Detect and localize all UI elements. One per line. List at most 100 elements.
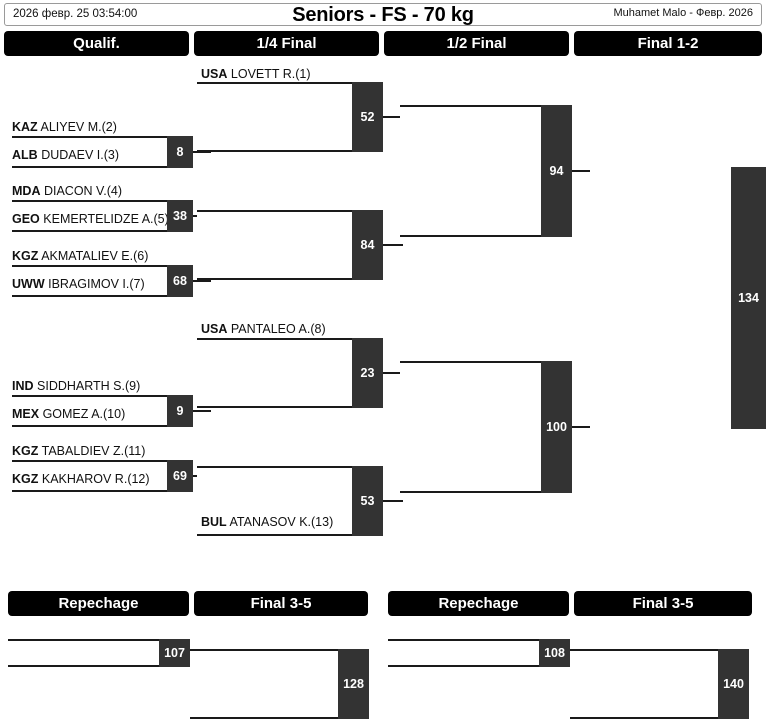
bout-qualif-68[interactable]	[12, 265, 193, 297]
wrestler-seed-10: (10)	[103, 407, 126, 421]
bout-line-bottom	[12, 166, 193, 168]
bout-line-top	[12, 200, 193, 202]
bout-line-bottom	[12, 295, 193, 297]
round-header-final[interactable]: Final 1-2	[574, 31, 762, 56]
wrestler-country-6: KGZ	[12, 249, 39, 263]
bout-line-bottom	[197, 278, 383, 280]
wrestler-label-4: MDA DIACON V.(4)	[12, 184, 122, 198]
wrestler-country-7: UWW	[12, 277, 45, 291]
wrestler-name-8: PANTALEO A.	[230, 322, 311, 336]
connector-quarter-53	[383, 500, 403, 502]
bout-line-bottom	[400, 235, 572, 237]
wrestler-seed-1: (1)	[295, 67, 311, 81]
bout-qualif-9[interactable]	[12, 395, 193, 427]
bout-number-qualif-38[interactable]: 38	[167, 200, 193, 232]
wrestler-name-3: DUDAEV I.	[41, 148, 104, 162]
bout-number-qualif-68[interactable]: 68	[167, 265, 193, 297]
wrestler-name-12: KAKHAROV R.	[41, 472, 128, 486]
wrestler-seed-8: (8)	[310, 322, 326, 336]
bout-number-quarter-53[interactable]: 53	[352, 466, 383, 536]
wrestler-seed-13: (13)	[311, 515, 334, 529]
wrestler-name-11: TABALDIEV Z.	[41, 444, 125, 458]
bout-line-top	[197, 338, 383, 340]
wrestler-country-9: IND	[12, 379, 34, 393]
round-header-repechage-right[interactable]: Repechage	[388, 591, 569, 616]
bout-number-final-134[interactable]: 134	[731, 167, 766, 429]
round-header-quarter[interactable]: 1/4 Final	[194, 31, 379, 56]
bout-line-top	[197, 466, 383, 468]
wrestler-label-10: MEX GOMEZ A.(10)	[12, 407, 125, 421]
bout-number-quarter-84[interactable]: 84	[352, 210, 383, 280]
bout-qualif-8[interactable]	[12, 136, 193, 168]
official-name: Muhamet Malo - Февр. 2026	[613, 7, 753, 19]
wrestler-name-2: ALIYEV M.	[40, 120, 102, 134]
wrestler-country-2: KAZ	[12, 120, 38, 134]
bout-line-bottom	[388, 665, 570, 667]
wrestler-seed-4: (4)	[106, 184, 122, 198]
bout-number-quarter-23[interactable]: 23	[352, 338, 383, 408]
wrestler-seed-5: (5)	[153, 212, 169, 226]
bout-line-top	[12, 136, 193, 138]
bout-line-bottom	[8, 665, 190, 667]
bout-number-final35-140[interactable]: 140	[718, 649, 749, 719]
wrestler-country-11: KGZ	[12, 444, 39, 458]
wrestler-seed-6: (6)	[133, 249, 149, 263]
bout-number-qualif-9[interactable]: 9	[167, 395, 193, 427]
wrestler-country-8: USA	[201, 322, 228, 336]
wrestler-name-5: KEMERTELIDZE A.	[43, 212, 154, 226]
bout-line-bottom	[12, 490, 193, 492]
wrestler-seed-3: (3)	[103, 148, 119, 162]
wrestler-label-12: KGZ KAKHAROV R.(12)	[12, 472, 150, 486]
bout-number-semi-94[interactable]: 94	[541, 105, 572, 237]
bout-number-semi-100[interactable]: 100	[541, 361, 572, 493]
wrestler-name-9: SIDDHARTH S.	[37, 379, 125, 393]
bout-line-bottom	[197, 534, 383, 536]
bout-number-repechage-107[interactable]: 107	[159, 639, 190, 667]
bout-number-qualif-69[interactable]: 69	[167, 460, 193, 492]
wrestler-country-3: ALB	[12, 148, 38, 162]
wrestler-name-6: AKMATALIEV E.	[41, 249, 134, 263]
bout-line-bottom	[570, 717, 749, 719]
connector-quarter-84	[383, 244, 403, 246]
bout-line-top	[190, 649, 369, 651]
bout-line-bottom	[12, 425, 193, 427]
wrestler-label-9: IND SIDDHARTH S.(9)	[12, 379, 140, 393]
wrestler-name-7: IBRAGIMOV I.	[48, 277, 130, 291]
wrestler-country-10: MEX	[12, 407, 40, 421]
bout-qualif-38[interactable]	[12, 200, 193, 232]
title-bar: 2026 февр. 25 03:54:00 Seniors - FS - 70…	[4, 3, 762, 26]
wrestler-seed-12: (12)	[127, 472, 150, 486]
wrestler-label-3: ALB DUDAEV I.(3)	[12, 148, 119, 162]
round-header-qualif[interactable]: Qualif.	[4, 31, 189, 56]
wrestler-label-11: KGZ TABALDIEV Z.(11)	[12, 444, 145, 458]
bout-line-top	[12, 265, 193, 267]
bout-qualif-69[interactable]	[12, 460, 193, 492]
bout-number-qualif-8[interactable]: 8	[167, 136, 193, 168]
bout-number-final35-128[interactable]: 128	[338, 649, 369, 719]
bout-line-bottom	[400, 491, 572, 493]
round-header-repechage-left[interactable]: Repechage	[8, 591, 189, 616]
bout-line-top	[197, 210, 383, 212]
bout-number-quarter-52[interactable]: 52	[352, 82, 383, 152]
wrestler-seed-9: (9)	[125, 379, 141, 393]
connector-qualif-9	[193, 410, 211, 412]
wrestler-label-5: GEO KEMERTELIDZE A.(5)	[12, 212, 169, 226]
wrestler-country-1: USA	[201, 67, 228, 81]
round-header-final35-right[interactable]: Final 3-5	[574, 591, 752, 616]
wrestler-country-13: BUL	[201, 515, 227, 529]
wrestler-name-1: LOVETT R.	[230, 67, 296, 81]
bout-line-top	[400, 361, 572, 363]
bout-line-top	[12, 395, 193, 397]
bout-line-top	[8, 639, 190, 641]
connector-quarter-23	[383, 372, 403, 374]
wrestler-country-4: MDA	[12, 184, 41, 198]
bout-line-bottom	[197, 150, 383, 152]
wrestler-name-10: GOMEZ A.	[42, 407, 104, 421]
wrestler-label-8: USA PANTALEO A.(8)	[201, 322, 326, 336]
bout-number-repechage-108[interactable]: 108	[539, 639, 570, 667]
round-header-semi[interactable]: 1/2 Final	[384, 31, 569, 56]
connector-qualif-8	[193, 151, 211, 153]
round-header-final35-left[interactable]: Final 3-5	[194, 591, 368, 616]
wrestler-seed-11: (11)	[124, 444, 146, 458]
wrestler-label-6: KGZ AKMATALIEV E.(6)	[12, 249, 148, 263]
